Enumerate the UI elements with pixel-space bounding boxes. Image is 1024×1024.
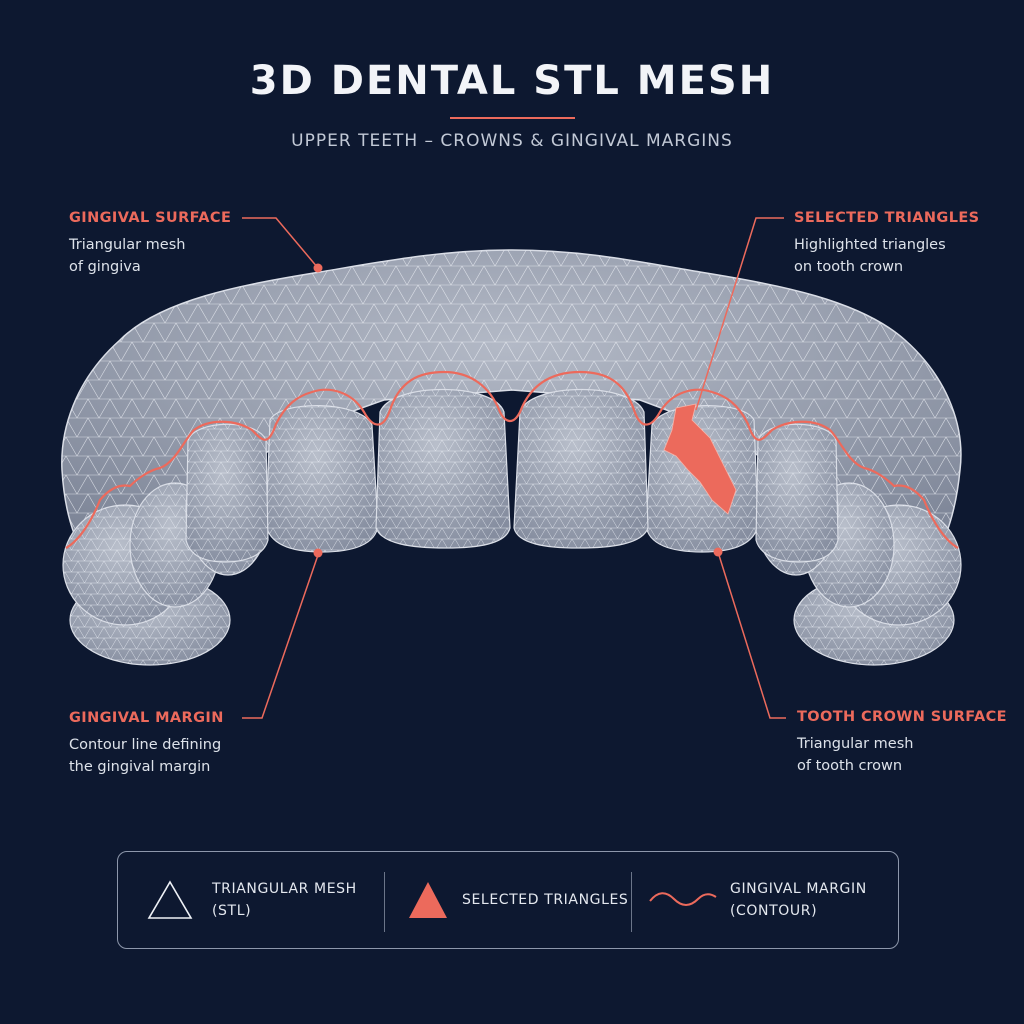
legend-item-mesh: TRIANGULAR MESH (STL) [146,852,357,947]
callout-description: Triangular mesh of tooth crown [797,736,914,774]
callout-description: Triangular mesh of gingiva [69,237,186,275]
callout-description: Highlighted triangles on tooth crown [794,237,946,275]
legend-label: TRIANGULAR MESH [212,880,357,897]
callout-leaders [242,217,786,719]
legend-label: (CONTOUR) [730,902,818,919]
callout-title: SELECTED TRIANGLES [794,210,980,226]
callout-gingival-margin: GINGIVAL MARGIN Contour line defining th… [69,710,329,778]
leader-gingival-surface [242,217,319,269]
legend-divider [384,872,385,932]
dot-gingival-margin [313,548,323,558]
selected-triangles-patch [663,403,737,515]
callout-description: Contour line defining the gingival margi… [69,737,222,775]
callout-gingival-surface: GINGIVAL SURFACE Triangular mesh of ging… [69,210,329,278]
callout-title: TOOTH CROWN SURFACE [797,709,1007,725]
legend-label: SELECTED TRIANGLES [462,891,629,908]
dot-tooth-crown [713,547,723,557]
legend-item-margin: GINGIVAL MARGIN (CONTOUR) [648,852,867,947]
callout-selected-triangles: SELECTED TRIANGLES Highlighted triangles… [794,210,1024,278]
legend-item-selected: SELECTED TRIANGLES [406,852,628,947]
callout-tooth-crown-surface: TOOTH CROWN SURFACE Triangular mesh of t… [797,709,1024,777]
leader-tooth-crown [717,551,786,719]
legend-label: (STL) [212,902,252,919]
callout-title: GINGIVAL MARGIN [69,710,224,726]
front-teeth [185,389,839,563]
wave-line-icon [649,891,717,906]
callout-dots [313,263,723,558]
legend-divider [631,872,632,932]
triangle-outline-icon [147,879,193,919]
legend-label: GINGIVAL MARGIN [730,880,867,897]
gingival-margin-contour [65,370,959,549]
leader-selected-triangles [695,217,784,411]
page-subtitle: UPPER TEETH – CROWNS & GINGIVAL MARGINS [291,131,733,151]
leader-gingival-margin [242,554,319,719]
callout-title: GINGIVAL SURFACE [69,210,232,226]
filled-triangle-icon [409,881,447,918]
title-underline [450,117,575,119]
legend: TRIANGULAR MESH (STL) SELECTED TRIANGLES… [117,851,899,949]
dot-gingival-surface [313,263,323,273]
page-title: 3D DENTAL STL MESH [249,58,775,104]
